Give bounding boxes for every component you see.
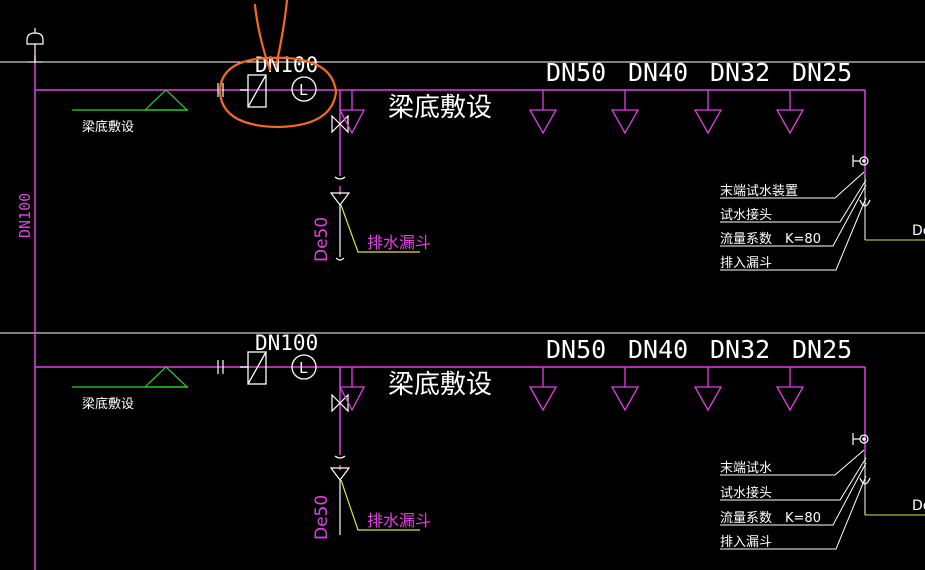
riser-top-valve-icon <box>26 28 44 63</box>
floor-upper: 梁底敷设 L DN100 <box>35 0 925 271</box>
outlet-label: De <box>912 498 925 514</box>
sprinkler-head-icon <box>610 90 640 135</box>
branch-size-label: DN50 <box>546 335 606 364</box>
flow-indicator-icon: L <box>291 354 317 380</box>
branch-size-label: DN50 <box>546 58 606 87</box>
branch-size-label: DN40 <box>628 58 688 87</box>
pipe-support-icon <box>72 366 189 388</box>
signal-valve-icon <box>240 74 267 108</box>
end-test-device-icon <box>852 433 871 485</box>
end-label: 流量系数 K=80 <box>720 232 821 247</box>
drain-funnel-icon <box>329 192 351 261</box>
end-label: 试水接头 <box>720 207 772 223</box>
outlet-label: De <box>912 223 925 239</box>
support-label: 梁底敷设 <box>82 396 134 412</box>
sprinkler-head-icon <box>528 367 558 412</box>
branch-size-label: DN32 <box>710 335 770 364</box>
drain-size-label: De50 <box>312 495 332 540</box>
sprinkler-head-icon <box>338 90 366 135</box>
beam-note-label: 梁底敷设 <box>388 93 492 123</box>
drain-valve-icon <box>331 393 349 413</box>
support-label: 梁底敷设 <box>82 119 134 135</box>
flange-icon <box>217 83 224 97</box>
sprinkler-head-icon <box>693 90 723 135</box>
markup-annotation-icon <box>218 0 338 129</box>
drain-label: 排水漏斗 <box>367 233 431 252</box>
svg-text:L: L <box>299 359 308 377</box>
sprinkler-head-icon <box>528 90 558 135</box>
sprinkler-head-icon <box>338 367 366 412</box>
drain-label: 排水漏斗 <box>367 511 431 530</box>
end-test-device-icon <box>852 155 871 207</box>
pipe-support-icon <box>72 89 189 111</box>
end-labels-leader-icon <box>720 449 867 550</box>
end-label: 排入漏斗 <box>720 534 772 550</box>
end-label: 排入漏斗 <box>720 255 772 271</box>
sprinkler-head-icon <box>775 90 805 135</box>
drain-break-icon <box>334 455 346 459</box>
branch-size-label: DN40 <box>628 335 688 364</box>
branch-size-label: DN25 <box>792 335 852 364</box>
drain-break-icon <box>334 176 346 180</box>
beam-note-label: 梁底敷设 <box>388 370 492 400</box>
end-label: 试水接头 <box>720 485 772 501</box>
svg-text:L: L <box>299 81 308 99</box>
sprinkler-head-icon <box>775 367 805 412</box>
end-label: 流量系数 K=80 <box>720 511 821 526</box>
main-size-label: DN100 <box>255 53 318 77</box>
drain-leader-icon <box>340 479 420 531</box>
flange-icon <box>217 360 224 374</box>
drain-funnel-icon <box>329 467 351 535</box>
floor-lower: 梁底敷设 L DN100 De50 排水漏斗 <box>35 331 925 550</box>
signal-valve-icon <box>240 351 267 385</box>
sprinkler-head-icon <box>693 367 723 412</box>
riser-size-label: DN100 <box>16 193 34 238</box>
branch-size-label: DN32 <box>710 58 770 87</box>
drain-size-label: De50 <box>312 217 332 262</box>
drain-leader-icon <box>340 204 420 253</box>
drain-valve-icon <box>331 114 349 134</box>
main-size-label: DN100 <box>255 331 318 355</box>
branch-size-label: DN25 <box>792 58 852 87</box>
sprinkler-head-icon <box>610 367 640 412</box>
end-labels-leader-icon <box>720 171 867 271</box>
flow-indicator-icon: L <box>291 76 317 102</box>
end-label: 末端试水装置 <box>720 184 798 199</box>
end-label: 末端试水 <box>720 461 772 476</box>
